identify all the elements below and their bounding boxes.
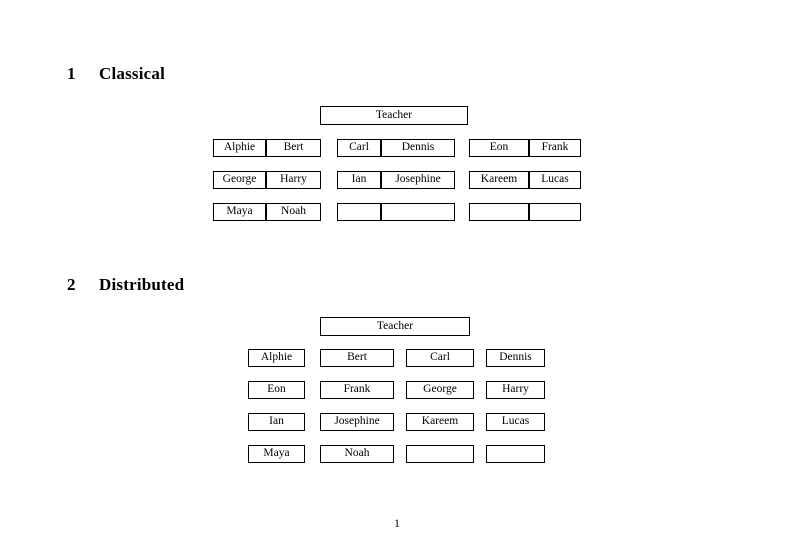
classical-group-3-row-1: Eon Frank: [469, 139, 581, 157]
distributed-box: Alphie: [248, 349, 305, 367]
classical-cell-empty: [337, 203, 381, 221]
distributed-box: Dennis: [486, 349, 545, 367]
classical-cell: Bert: [266, 139, 321, 157]
distributed-box: Harry: [486, 381, 545, 399]
distributed-box: Noah: [320, 445, 394, 463]
section-heading-classical: 1 Classical: [67, 65, 165, 82]
classical-group-3-row-3: [469, 203, 581, 221]
section-title: Distributed: [99, 275, 185, 294]
classical-cell: Eon: [469, 139, 529, 157]
classical-cell-empty: [529, 203, 581, 221]
distributed-box-empty: [406, 445, 474, 463]
classical-cell: Noah: [266, 203, 321, 221]
distributed-teacher-box: Teacher: [320, 317, 470, 336]
classical-cell-empty: [381, 203, 455, 221]
section-number: 1: [67, 64, 76, 83]
classical-group-3-row-2: Kareem Lucas: [469, 171, 581, 189]
page-number: 1: [394, 518, 400, 530]
classical-cell: Frank: [529, 139, 581, 157]
classical-group-2-row-3: [337, 203, 455, 221]
classical-cell: Kareem: [469, 171, 529, 189]
distributed-box: Bert: [320, 349, 394, 367]
distributed-box: Frank: [320, 381, 394, 399]
classical-cell: Ian: [337, 171, 381, 189]
distributed-box: George: [406, 381, 474, 399]
classical-cell: Josephine: [381, 171, 455, 189]
distributed-box: Lucas: [486, 413, 545, 431]
classical-group-2-row-1: Carl Dennis: [337, 139, 455, 157]
classical-cell: Alphie: [213, 139, 266, 157]
distributed-box: Eon: [248, 381, 305, 399]
distributed-box: Ian: [248, 413, 305, 431]
classical-cell: Maya: [213, 203, 266, 221]
classical-group-1-row-3: Maya Noah: [213, 203, 321, 221]
classical-cell: George: [213, 171, 266, 189]
distributed-box-empty: [486, 445, 545, 463]
classical-teacher-box: Teacher: [320, 106, 468, 125]
classical-cell: Lucas: [529, 171, 581, 189]
distributed-box: Josephine: [320, 413, 394, 431]
distributed-box: Maya: [248, 445, 305, 463]
section-number: 2: [67, 275, 76, 294]
section-title: Classical: [99, 64, 166, 83]
classical-cell: Harry: [266, 171, 321, 189]
classical-cell: Dennis: [381, 139, 455, 157]
classical-cell: Carl: [337, 139, 381, 157]
classical-group-1-row-2: George Harry: [213, 171, 321, 189]
distributed-box: Kareem: [406, 413, 474, 431]
classical-cell-empty: [469, 203, 529, 221]
classical-group-2-row-2: Ian Josephine: [337, 171, 455, 189]
classical-group-1-row-1: Alphie Bert: [213, 139, 321, 157]
section-heading-distributed: 2 Distributed: [67, 276, 184, 293]
distributed-box: Carl: [406, 349, 474, 367]
